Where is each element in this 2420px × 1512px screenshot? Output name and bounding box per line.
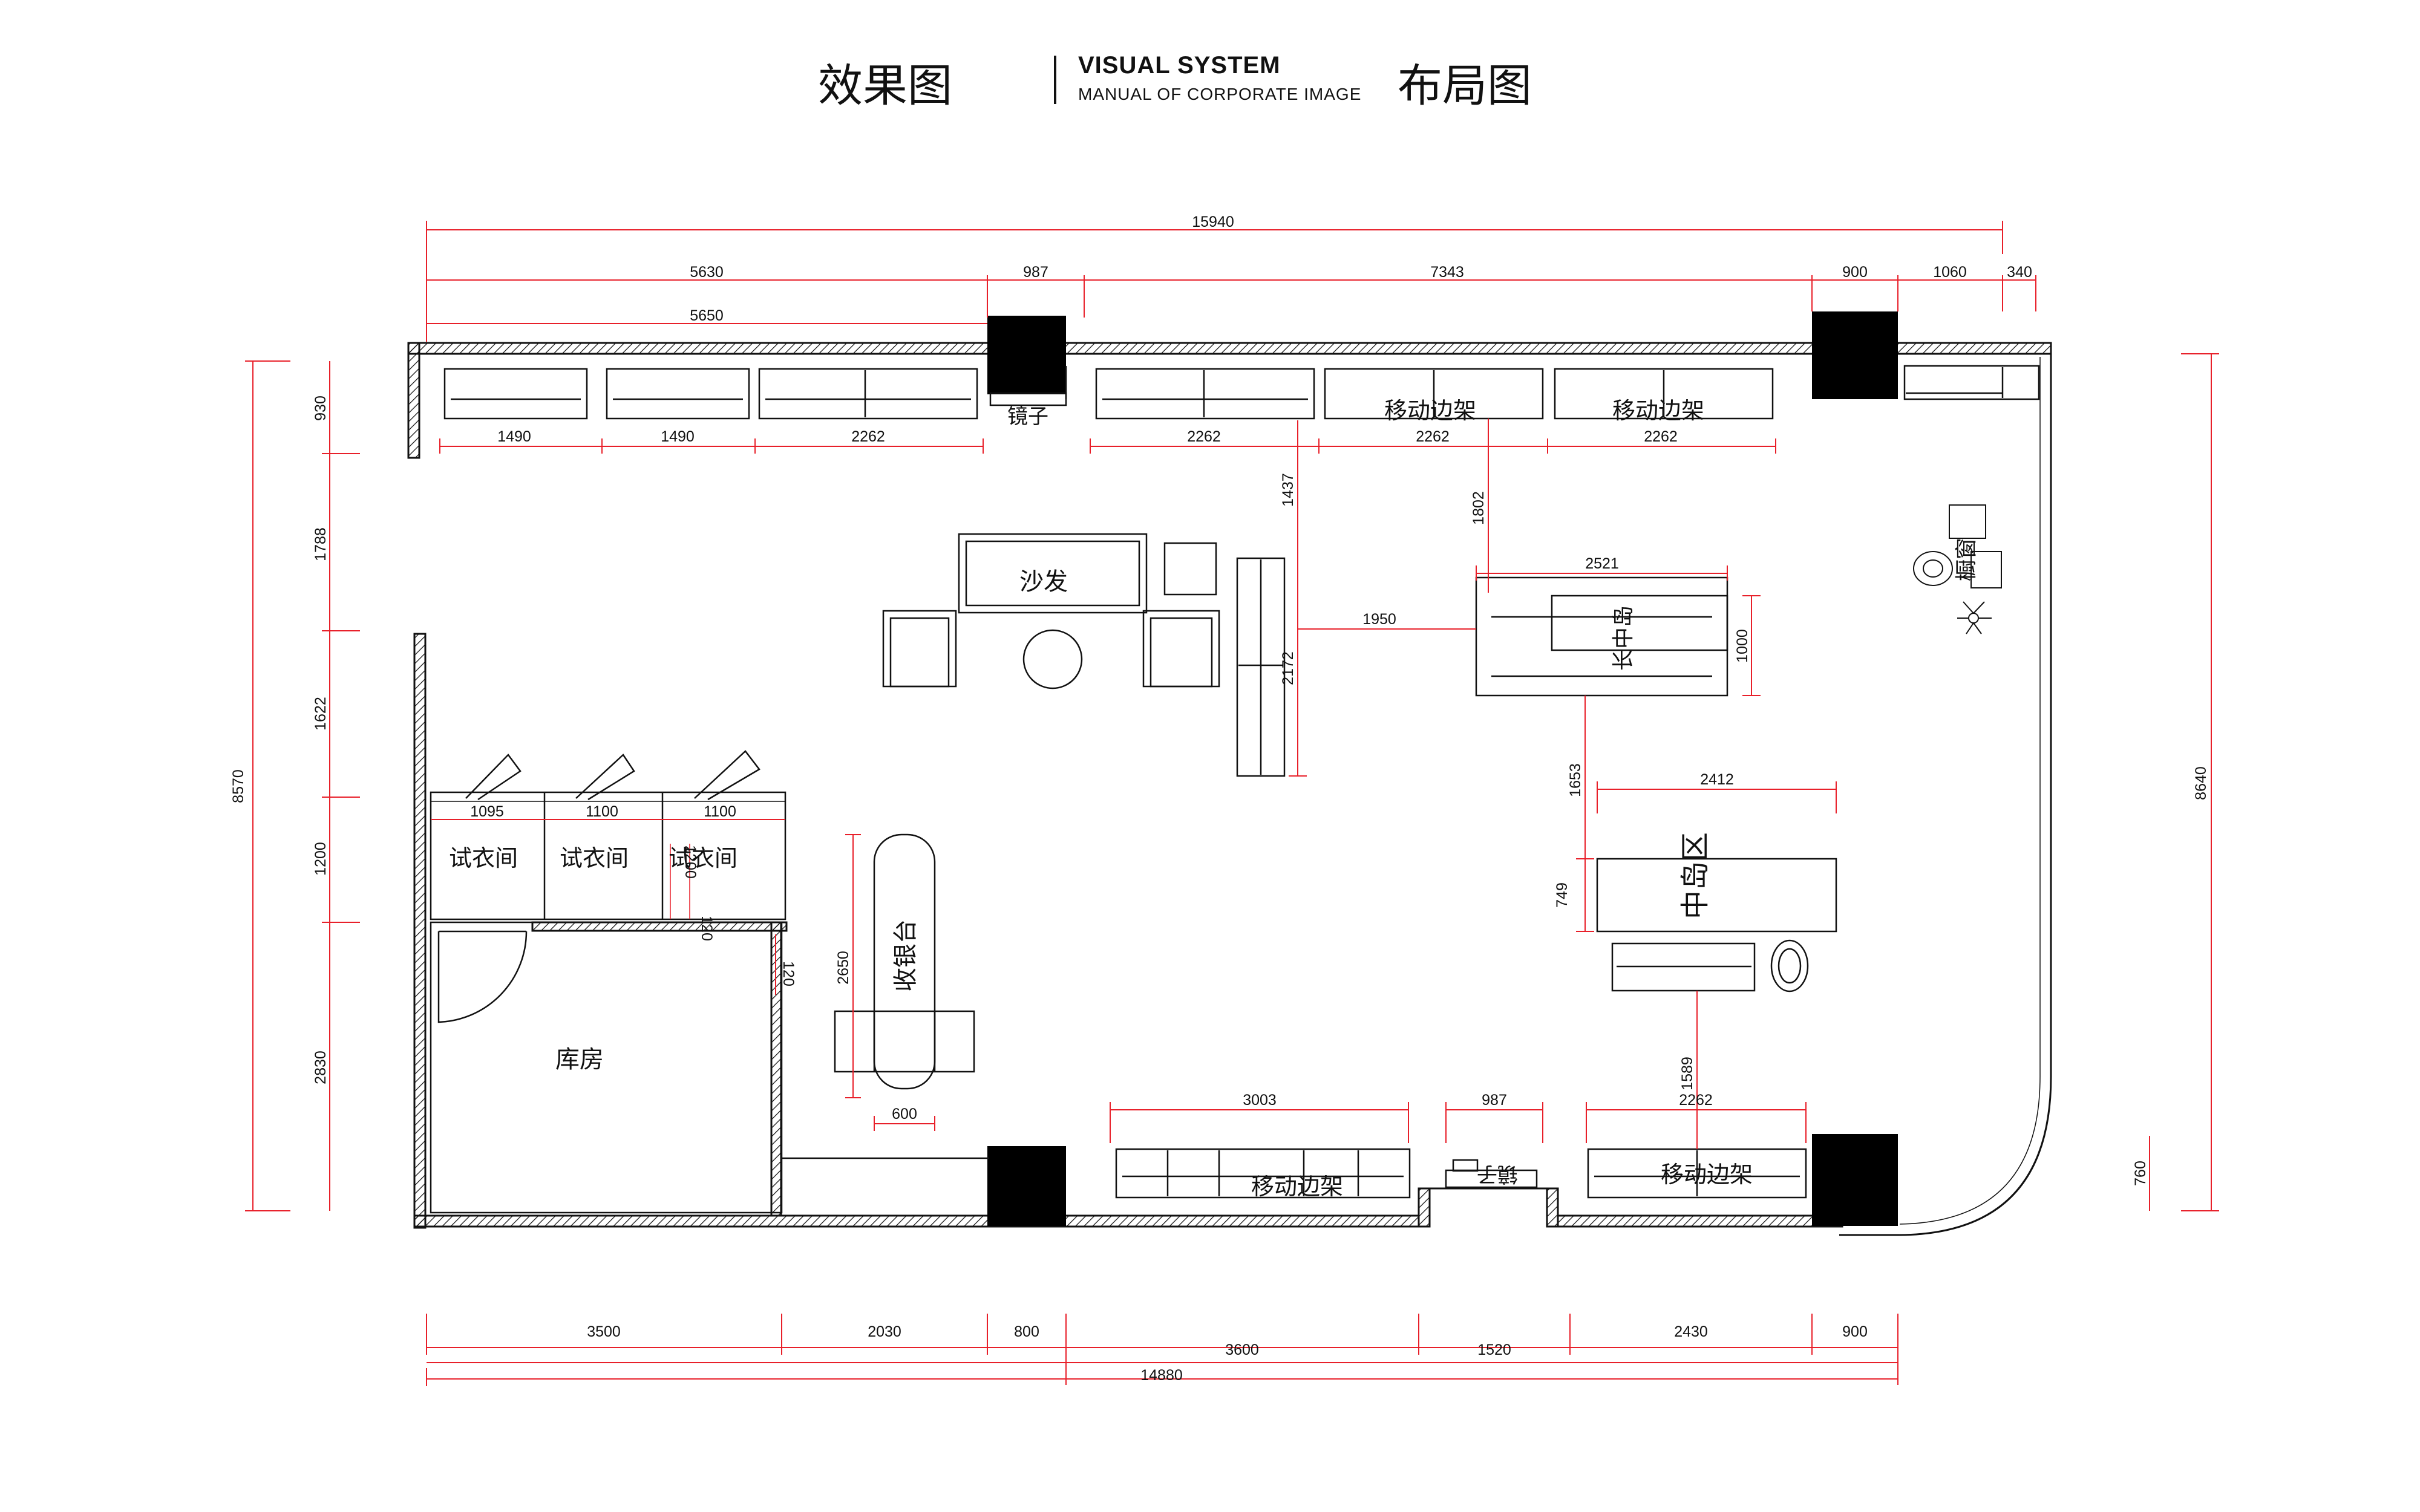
dim-left-4: 1200	[312, 842, 329, 876]
mid-island	[1596, 858, 1837, 992]
fitting-rooms	[430, 750, 786, 921]
header-divider	[1054, 56, 1056, 104]
dim-left-5: 2830	[312, 1051, 329, 1084]
label-fitting-1: 试衣间	[449, 845, 518, 872]
dim-1589: 1589	[1679, 1057, 1696, 1090]
label-cashier: 收银台	[892, 919, 920, 992]
top-shelves	[443, 365, 2040, 420]
dim-1950: 1950	[1362, 611, 1396, 628]
walls	[407, 342, 2052, 1236]
dim-bot-e: 1520	[1477, 1341, 1511, 1358]
cashier-desk	[834, 833, 975, 1090]
dim-1802: 1802	[1470, 491, 1487, 525]
dim-top-e: 1060	[1933, 264, 1967, 281]
dim-top-d: 900	[1842, 264, 1868, 281]
dim-island-long-w: 2521	[1585, 555, 1619, 572]
room-labels: 镜子 移动边架 移动边架 沙发 长中岛 橱窗 试衣间 试衣间 试衣间 收银台 库…	[449, 397, 1979, 1200]
label-window: 橱窗	[1954, 538, 1979, 581]
dim-bottom-shelf-2: 2262	[1679, 1092, 1713, 1109]
label-fitting-2: 试衣间	[560, 845, 629, 872]
dim-left-2: 1788	[312, 527, 329, 561]
label-fitting-3: 试衣间	[669, 845, 737, 872]
dim-bottom-shelf-1: 3003	[1243, 1092, 1277, 1109]
label-mid-island: 中岛区	[1678, 832, 1712, 919]
label-mirror-bottom: 镜子	[1477, 1162, 1518, 1186]
label-shelf-bottom-2: 移动边架	[1661, 1161, 1753, 1188]
label-shelf-top-1: 移动边架	[1384, 397, 1476, 424]
dim-fit-wall-b: 120	[698, 916, 715, 941]
dim-top-total: 15940	[1192, 213, 1234, 230]
dimension-labels: 15940 5630 987 7343 900 1060 340 5650 14…	[230, 213, 2209, 1384]
dim-fit-wall-a: 1200	[682, 845, 699, 879]
dim-top-c: 7343	[1430, 264, 1464, 281]
dim-bot-a: 3500	[587, 1323, 621, 1340]
label-storage: 库房	[555, 1046, 604, 1074]
storage-room	[430, 921, 989, 1214]
label-mirror-top: 镜子	[1007, 405, 1048, 429]
dim-right-total: 8640	[2193, 766, 2209, 800]
dim-top-b: 987	[1023, 264, 1048, 281]
dim-bot-total: 14880	[1140, 1367, 1183, 1384]
dimension-lines	[245, 221, 2219, 1386]
dim-bot-f: 2430	[1674, 1323, 1708, 1340]
dim-fit-wall-c: 120	[780, 961, 797, 986]
dim-shelf-2: 1490	[661, 428, 695, 445]
dim-cashier-w: 600	[892, 1106, 917, 1123]
dim-left-3: 1622	[312, 697, 329, 731]
dim-top-f: 340	[2007, 264, 2032, 281]
dim-bot-d: 3600	[1225, 1341, 1259, 1358]
dim-island-long-h: 1000	[1734, 629, 1751, 663]
dim-749: 749	[1554, 882, 1571, 908]
header-brand-title: VISUAL SYSTEM	[1078, 52, 1281, 79]
dim-fit-1: 1095	[470, 803, 504, 820]
dim-shelf-5: 2262	[1416, 428, 1450, 445]
dim-bottom-mirror: 987	[1482, 1092, 1507, 1109]
label-shelf-top-2: 移动边架	[1612, 397, 1704, 424]
dim-bot-g: 900	[1842, 1323, 1868, 1340]
header-right-title: 布局图	[1398, 60, 1532, 112]
dim-top-inner: 5650	[690, 307, 724, 324]
dim-left-total: 8570	[230, 769, 247, 803]
dim-cashier-h: 2650	[835, 951, 852, 985]
dim-shelf-1: 1490	[497, 428, 531, 445]
columns	[987, 311, 1898, 1226]
long-island	[1475, 576, 1728, 697]
header-brand-subtitle: MANUAL OF CORPORATE IMAGE	[1078, 85, 1362, 103]
dim-2172: 2172	[1280, 651, 1297, 685]
label-sofa: 沙发	[1019, 568, 1068, 596]
dim-bot-c: 800	[1014, 1323, 1039, 1340]
sofa-area	[882, 533, 1286, 777]
dim-left-1: 930	[312, 396, 329, 421]
window-display	[1913, 504, 2002, 634]
dim-fit-3: 1100	[704, 803, 736, 820]
label-shelf-bottom-1: 移动边架	[1251, 1173, 1343, 1200]
label-long-island: 长中岛	[1611, 605, 1636, 671]
header-left-title: 效果图	[818, 60, 952, 112]
dim-right-small: 760	[2132, 1161, 2149, 1186]
dim-bot-b: 2030	[868, 1323, 901, 1340]
dim-1653: 1653	[1567, 763, 1584, 797]
dim-fit-2: 1100	[586, 803, 618, 820]
dim-shelf-4: 2262	[1187, 428, 1221, 445]
dim-1437: 1437	[1280, 473, 1297, 507]
dim-top-a: 5630	[690, 264, 724, 281]
dim-shelf-6: 2262	[1644, 428, 1678, 445]
dim-island-mid-w: 2412	[1700, 771, 1734, 788]
dim-shelf-3: 2262	[851, 428, 885, 445]
